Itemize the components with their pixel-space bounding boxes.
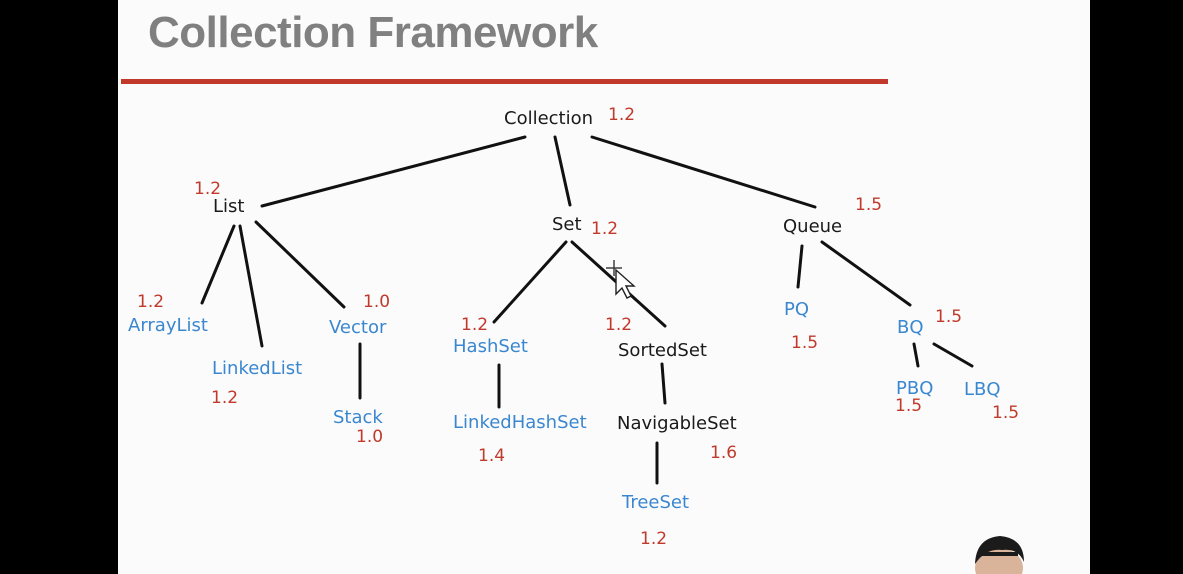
edge-queue-bq [820, 240, 912, 307]
node-vector: Vector [329, 317, 387, 338]
mouse-cursor-icon [606, 260, 636, 299]
edge-list-arraylist [200, 224, 236, 305]
version-lbq: 1.5 [992, 403, 1020, 423]
version-collection: 1.2 [608, 105, 636, 125]
slide [118, 0, 1090, 574]
node-hashset: HashSet [453, 336, 528, 357]
edge-list-vector [254, 220, 346, 309]
node-set: Set [552, 214, 582, 235]
version-pbq: 1.5 [895, 396, 923, 416]
node-queue: Queue [783, 216, 843, 237]
presenter-avatar [975, 536, 1024, 574]
version-list: 1.2 [194, 179, 222, 199]
version-linkedhashset: 1.4 [478, 446, 506, 466]
version-queue: 1.5 [855, 195, 883, 215]
version-bq: 1.5 [935, 307, 963, 327]
edge-bq-pbq [912, 342, 920, 368]
version-pq: 1.5 [791, 333, 819, 353]
node-sortedset: SortedSet [618, 340, 707, 361]
version-hashset: 1.2 [461, 315, 489, 335]
node-pbq: PBQ [896, 378, 934, 399]
edge-set-hashset [492, 240, 568, 324]
edge-list-linkedlist [238, 224, 264, 348]
version-vector: 1.0 [363, 292, 391, 312]
node-linkedhashset: LinkedHashSet [453, 412, 587, 433]
node-lbq: LBQ [964, 379, 1001, 400]
edge-sortedset-navigableset [660, 362, 667, 405]
version-linkedlist: 1.2 [211, 388, 239, 408]
version-arraylist: 1.2 [137, 292, 165, 312]
node-linkedlist: LinkedList [212, 358, 303, 379]
version-set: 1.2 [591, 219, 619, 239]
node-list: List [213, 196, 245, 217]
node-navigableset: NavigableSet [617, 413, 737, 434]
node-stack: Stack [333, 407, 383, 428]
version-sortedset: 1.2 [605, 315, 633, 335]
node-arraylist: ArrayList [128, 315, 208, 336]
edge-collection-set [553, 135, 572, 207]
version-navigableset: 1.6 [710, 443, 738, 463]
node-pq: PQ [784, 299, 810, 320]
slide-title: Collection Framework [148, 8, 598, 57]
node-treeset: TreeSet [622, 492, 690, 513]
edge-bq-lbq [932, 342, 974, 368]
node-bq: BQ [897, 317, 924, 338]
version-treeset: 1.2 [640, 529, 668, 549]
node-collection: Collection [504, 108, 594, 129]
edge-collection-queue [590, 135, 817, 209]
version-stack: 1.0 [356, 427, 384, 447]
edge-collection-list [260, 135, 527, 208]
title-underline [121, 79, 888, 84]
edge-queue-pq [796, 244, 804, 289]
